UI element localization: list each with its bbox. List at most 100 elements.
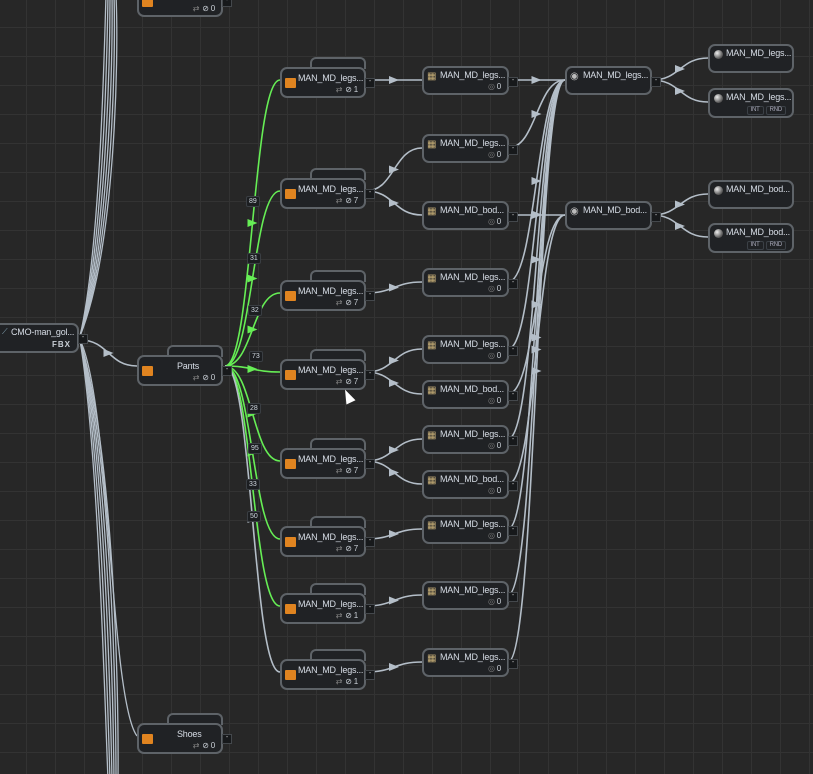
folder-node[interactable]: MAN_MD_legs...⇄⊘1-	[280, 659, 375, 690]
edge-weight-label: 50	[247, 511, 261, 522]
output-port[interactable]: -	[508, 659, 518, 669]
folder-icon	[142, 0, 153, 7]
edge-arrow	[675, 222, 685, 230]
group-node-pants[interactable]: Pants⇄⊘0-	[137, 355, 232, 386]
output-port[interactable]: -	[651, 212, 661, 222]
material-node[interactable]: ▦MAN_MD_legs...◎0-	[422, 134, 518, 163]
output-port[interactable]: -	[508, 145, 518, 155]
folder-tab	[310, 649, 366, 661]
folder-node[interactable]: MAN_MD_legs...⇄⊘7-	[280, 526, 375, 557]
output-node[interactable]: MAN_MD_legs...	[708, 44, 794, 73]
output-port[interactable]: -	[508, 526, 518, 536]
output-port[interactable]: -	[508, 346, 518, 356]
output-port[interactable]: -	[365, 670, 375, 680]
output-port[interactable]: -	[365, 291, 375, 301]
edge-arrow	[675, 65, 685, 73]
folder-node[interactable]: MAN_MD_legs...⇄⊘7-	[280, 448, 375, 479]
group-node-shoes[interactable]: Shoes⇄⊘0-	[137, 723, 232, 754]
link-icon: ◎	[487, 597, 495, 606]
source-node-fbx[interactable]: ⟋CMO-man_gol...FBX-	[0, 323, 88, 353]
material-node[interactable]: ▦MAN_MD_legs...◎0-	[422, 648, 518, 677]
output-port[interactable]: -	[508, 279, 518, 289]
output-port[interactable]: -	[222, 734, 232, 744]
node-count: 0	[496, 217, 501, 226]
edge-arrow	[389, 468, 399, 477]
node-stats: ⇄⊘0	[193, 373, 215, 383]
material-node[interactable]: ▦MAN_MD_legs...◎0-	[422, 66, 518, 95]
material-node[interactable]: ▦MAN_MD_legs...◎0-	[422, 515, 518, 544]
disabled-icon: ⊘	[202, 373, 209, 382]
node-stats: ◎0	[488, 664, 501, 674]
edge-weight-label: 32	[248, 305, 262, 316]
output-port[interactable]: -	[365, 604, 375, 614]
material-node[interactable]: ▦MAN_MD_legs...◎0-	[422, 425, 518, 454]
output-port[interactable]: -	[365, 537, 375, 547]
output-port[interactable]: -	[508, 77, 518, 87]
folder-node[interactable]: MAN_MD_legs...⇄⊘1-	[280, 67, 375, 98]
material-node[interactable]: ▦MAN_MD_legs...◎0-	[422, 581, 518, 610]
output-port[interactable]: -	[508, 436, 518, 446]
output-port[interactable]: -	[508, 592, 518, 602]
material-node[interactable]: ▦MAN_MD_legs...◎0-	[422, 335, 518, 364]
texture-node[interactable]: ◉MAN_MD_legs...-	[565, 66, 661, 95]
folder-node[interactable]: MAN_MD_legs...⇄⊘7-	[280, 178, 375, 209]
output-port[interactable]: -	[365, 189, 375, 199]
node-title: MAN_MD_legs...	[726, 92, 792, 102]
folder-node[interactable]: MAN_MD_legs...⇄⊘7-	[280, 280, 375, 311]
output-port[interactable]: -	[508, 481, 518, 491]
folder-tab	[310, 168, 366, 180]
material-node[interactable]: ▦MAN_MD_bod...◎0-	[422, 201, 518, 230]
node-title: MAN_MD_legs...	[440, 585, 506, 595]
edge-arrow	[389, 379, 399, 387]
edge-source-shoes	[79, 339, 138, 737]
swap-icon: ⇄	[335, 544, 343, 553]
group-node-top[interactable]: ⇄⊘0-	[137, 0, 232, 17]
link-icon: ◎	[487, 441, 495, 450]
node-title: MAN_MD_legs...	[440, 272, 506, 282]
material-node[interactable]: ▦MAN_MD_bod...◎0-	[422, 380, 518, 409]
material-node[interactable]: ▦MAN_MD_bod...◎0-	[422, 470, 518, 499]
edge-arrow	[247, 365, 258, 373]
link-icon: ◎	[487, 217, 495, 226]
folder-node[interactable]: MAN_MD_legs...⇄⊘7-	[280, 359, 375, 390]
node-count: 1	[353, 85, 358, 94]
node-title: MAN_MD_legs...	[298, 286, 364, 296]
output-port[interactable]: -	[365, 78, 375, 88]
output-port[interactable]: -	[222, 0, 232, 7]
folder-icon	[142, 734, 153, 744]
output-node[interactable]: MAN_MD_bod...	[708, 180, 794, 209]
node-title: MAN_MD_legs...	[440, 70, 506, 80]
bundle-edge	[79, 0, 113, 337]
swap-icon: ⇄	[192, 4, 200, 13]
edge-arrow	[389, 663, 399, 671]
output-port[interactable]: -	[78, 334, 88, 344]
folder-node[interactable]: MAN_MD_legs...⇄⊘1-	[280, 593, 375, 624]
swap-icon: ⇄	[335, 611, 343, 620]
node-count: 1	[353, 677, 358, 686]
material-node[interactable]: ▦MAN_MD_legs...◎0-	[422, 268, 518, 297]
node-count: 0	[496, 597, 501, 606]
node-count: 0	[496, 441, 501, 450]
output-port[interactable]: -	[365, 370, 375, 380]
output-port[interactable]: -	[222, 366, 232, 376]
edge-arrow	[531, 300, 542, 309]
output-port[interactable]: -	[651, 77, 661, 87]
disabled-icon: ⊘	[345, 466, 352, 475]
swap-icon: ⇄	[335, 677, 343, 686]
output-port[interactable]: -	[508, 212, 518, 222]
edge-arrow	[389, 76, 399, 84]
node-count: 7	[353, 544, 358, 553]
output-port[interactable]: -	[508, 391, 518, 401]
texture-node[interactable]: ◉MAN_MD_bod...-	[565, 201, 661, 230]
output-port[interactable]: -	[365, 459, 375, 469]
link-icon: ◎	[487, 396, 495, 405]
node-title: MAN_MD_legs...	[298, 532, 364, 542]
bundle-edge	[79, 339, 115, 774]
folder-icon	[285, 459, 296, 469]
node-count: 0	[210, 373, 215, 382]
folder-tab	[310, 57, 366, 69]
node-count: 7	[353, 298, 358, 307]
badge-rnd: RND	[765, 241, 786, 250]
